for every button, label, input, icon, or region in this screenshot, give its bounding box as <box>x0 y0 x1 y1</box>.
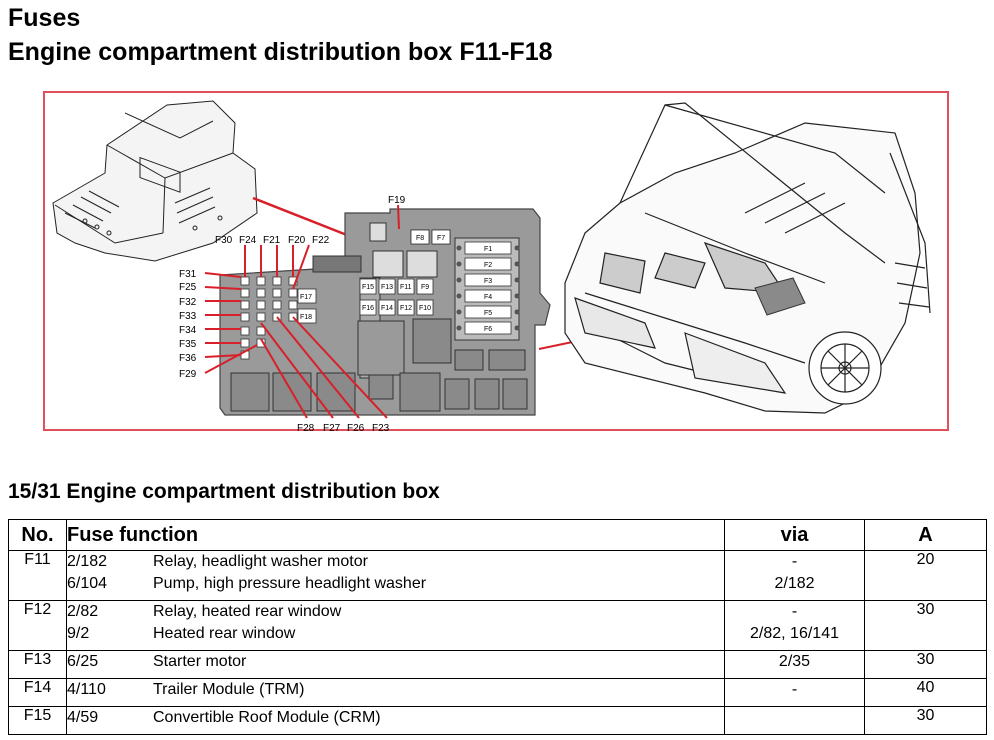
callout-line-box <box>252 196 358 241</box>
table-row: F13 6/25 Starter motor 2/35 30 <box>8 650 987 679</box>
fuse-function-cell: 6/25 Starter motor <box>66 650 725 679</box>
function-text: Convertible Roof Module (CRM) <box>153 709 381 726</box>
amperage: 20 <box>864 550 987 601</box>
fuse-label-f7: F7 <box>437 235 445 242</box>
via-cell: 2/35 <box>724 650 865 679</box>
fuse-number: F15 <box>8 706 67 735</box>
fuse-label-f17: F17 <box>300 294 312 301</box>
fuse-label-f25: F25 <box>179 282 197 293</box>
fuse-label-f22: F22 <box>312 235 330 246</box>
fuse-label-f11: F11 <box>400 284 412 291</box>
fuse-label-f16: F16 <box>362 305 374 312</box>
function-text: Relay, headlight washer motor <box>153 553 368 570</box>
amperage: 30 <box>864 600 987 651</box>
component-code: 6/25 <box>67 653 99 670</box>
fuse-label-f19: F19 <box>388 195 406 206</box>
via-value: - <box>791 681 798 698</box>
function-text: Pump, high pressure headlight washer <box>153 575 427 592</box>
table-row: F15 4/59 Convertible Roof Module (CRM) 30 <box>8 706 987 735</box>
via-cell: - 2/182 <box>724 550 865 601</box>
function-text: Heated rear window <box>153 625 296 642</box>
via-cell <box>724 706 865 735</box>
fuse-label-f9: F9 <box>421 284 429 291</box>
fuse-label-f14: F14 <box>381 305 393 312</box>
fuse-label-f32: F32 <box>179 297 197 308</box>
fuse-label-f24: F24 <box>239 235 257 246</box>
fuse-label-f33: F33 <box>179 311 197 322</box>
fuse-label-f27: F27 <box>323 423 341 433</box>
fuse-number: F11 <box>8 550 67 601</box>
via-value: - <box>791 553 798 570</box>
via-value: - <box>791 603 798 620</box>
page-title: Fuses <box>8 4 81 32</box>
table-header-row: No. Fuse function via A <box>8 519 987 551</box>
fuse-label-f31: F31 <box>179 269 197 280</box>
fuse-number: F12 <box>8 600 67 651</box>
fuse-label-f20: F20 <box>288 235 306 246</box>
fuse-label-f30: F30 <box>215 235 233 246</box>
fuse-label-f21: F21 <box>263 235 281 246</box>
fuse-number: F14 <box>8 678 67 707</box>
fuse-label-f12: F12 <box>400 305 412 312</box>
fuse-label-f29: F29 <box>179 369 197 380</box>
function-text: Starter motor <box>153 653 247 670</box>
fuse-box-isometric-drawing <box>52 100 258 262</box>
table-row: F12 2/82 Relay, heated rear window 9/2 Hea… <box>8 600 987 651</box>
header-no: No. <box>8 519 67 551</box>
fuse-label-f2: F2 <box>484 262 492 269</box>
fuse-label-f13: F13 <box>381 284 393 291</box>
fuse-label-f4: F4 <box>484 294 492 301</box>
fuse-label-f35: F35 <box>179 339 197 350</box>
fuse-label-f1: F1 <box>484 246 492 253</box>
fuse-function-cell: 2/82 Relay, heated rear window 9/2 Heated … <box>66 600 725 651</box>
fuse-label-f6: F6 <box>484 326 492 333</box>
fuse-function-cell: 4/110 Trailer Module (TRM) <box>66 678 725 707</box>
fuse-box-diagram: F19 F30 F24 F21 F20 F22 F31 F25 F32 F33 … <box>52 100 931 433</box>
via-value: 2/182 <box>774 575 815 592</box>
fuse-label-f18: F18 <box>300 314 312 321</box>
fuse-label-f5: F5 <box>484 310 492 317</box>
fuse-label-f28: F28 <box>297 423 315 433</box>
fuse-label-f15: F15 <box>362 284 374 291</box>
component-code: 2/82 <box>67 603 99 620</box>
via-cell: - 2/82, 16/141 <box>724 600 865 651</box>
function-text: Relay, heated rear window <box>153 603 342 620</box>
via-value: 2/35 <box>778 653 811 670</box>
amperage: 40 <box>864 678 987 707</box>
amperage: 30 <box>864 706 987 735</box>
table-row: F14 4/110 Trailer Module (TRM) - 40 <box>8 678 987 707</box>
fuse-label-f26: F26 <box>347 423 365 433</box>
fuse-number: F13 <box>8 650 67 679</box>
fuse-callout-lines <box>204 204 760 419</box>
table-row: F11 2/182 Relay, headlight washer motor 6… <box>8 550 987 601</box>
fuse-label-f8: F8 <box>416 235 424 242</box>
fuse-label-f34: F34 <box>179 325 197 336</box>
header-fuse-function: Fuse function <box>66 519 725 551</box>
component-code: 2/182 <box>67 553 108 570</box>
header-amperage: A <box>864 519 987 551</box>
via-value <box>725 707 864 729</box>
component-code: 4/110 <box>67 681 106 698</box>
amperage: 30 <box>864 650 987 679</box>
page-subtitle: Engine compartment distribution box F11-… <box>8 38 553 66</box>
section-title: 15/31 Engine compartment distribution bo… <box>8 480 440 503</box>
function-text: Trailer Module (TRM) <box>153 681 305 698</box>
fuse-label-f36: F36 <box>179 353 197 364</box>
fuse-label-f10: F10 <box>419 305 431 312</box>
car-engine-bay-drawing <box>564 102 931 414</box>
header-via: via <box>724 519 865 551</box>
component-code: 9/2 <box>67 625 90 642</box>
fuse-label-f23: F23 <box>372 423 390 433</box>
fuse-function-cell: 2/182 Relay, headlight washer motor 6/104… <box>66 550 725 601</box>
car-fuse-box-location <box>754 277 806 316</box>
via-value: 2/82, 16/141 <box>750 625 839 642</box>
fuse-box-figure: F19 F30 F24 F21 F20 F22 F31 F25 F32 F33 … <box>43 91 949 433</box>
fuse-function-cell: 4/59 Convertible Roof Module (CRM) <box>66 706 725 735</box>
via-cell: - <box>724 678 865 707</box>
component-code: 4/59 <box>67 709 99 726</box>
component-code: 6/104 <box>67 575 108 592</box>
fuse-label-f3: F3 <box>484 278 492 285</box>
